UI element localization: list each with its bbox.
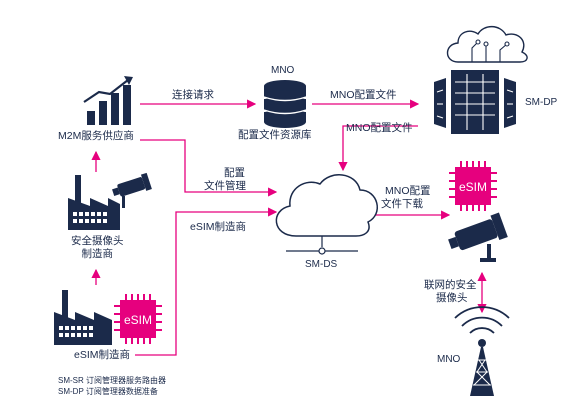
legend-smsr: SM-SR 订阅管理器服务路由器 [58, 376, 166, 385]
connected-camera-label: 联网的安全 摄像头 [424, 279, 477, 305]
connected-camera-label-line1: 联网的安全 [424, 279, 477, 291]
esim-chip-right-icon [449, 161, 497, 211]
camera-maker-label-line1: 安全摄像头 [71, 235, 124, 247]
connected-camera-label-line2: 摄像头 [436, 292, 468, 304]
camera-maker-label: 安全摄像头 制造商 [71, 235, 124, 261]
esim-maker-edge-label: eSIM制造商 [190, 221, 247, 233]
profile-manage-label: 配置 文件管理 [204, 167, 246, 193]
database-icon [263, 80, 307, 128]
mno-download-label: MNO配置 文件下载 [381, 185, 431, 211]
cloud-network-icon [446, 25, 528, 63]
mno-profile-top-label: MNO配置文件 [330, 89, 397, 101]
arrow-smdp-to-smds [338, 125, 418, 172]
smds-cloud-icon [275, 174, 378, 237]
legend-smdp: SM-DP 订阅管理器数据准备 [58, 387, 158, 396]
camera-maker-label-line2: 制造商 [81, 248, 114, 260]
connect-request-label: 连接请求 [172, 89, 214, 101]
profile-manage-label-line2: 文件管理 [204, 180, 246, 192]
smds-connector-icon [286, 236, 358, 255]
esim-chip-icon [114, 294, 162, 344]
bar-chart-icon [83, 76, 133, 125]
mno-bottom-label: MNO [437, 354, 461, 365]
esim-maker-label: eSIM制造商 [74, 349, 131, 361]
profile-repository-label: 配置文件资源库 [238, 129, 312, 141]
smds-label: SM-DS [305, 259, 338, 270]
smdp-label: SM-DP [525, 97, 558, 108]
arrow-esim-maker-to-smds [135, 207, 278, 356]
mno-download-label-line2: 文件下载 [381, 198, 423, 210]
esim-chip-right-label: eSIM [459, 180, 487, 194]
mno-top-label: MNO [271, 65, 295, 76]
profile-manage-label-line1: 配置 [224, 167, 245, 179]
security-camera-icon [448, 212, 508, 262]
mno-profile-down-label: MNO配置文件 [346, 122, 413, 134]
cell-tower-icon [454, 306, 510, 396]
esim-factory-icon [54, 290, 112, 345]
m2m-provider-label: M2M服务供应商 [58, 130, 134, 142]
server-rack-icon [434, 70, 516, 134]
arrow-m2m-to-smds [140, 139, 278, 197]
mno-download-label-line1: MNO配置 [385, 185, 431, 197]
camera-factory-icon [68, 172, 152, 230]
esim-chip-label: eSIM [124, 313, 152, 327]
